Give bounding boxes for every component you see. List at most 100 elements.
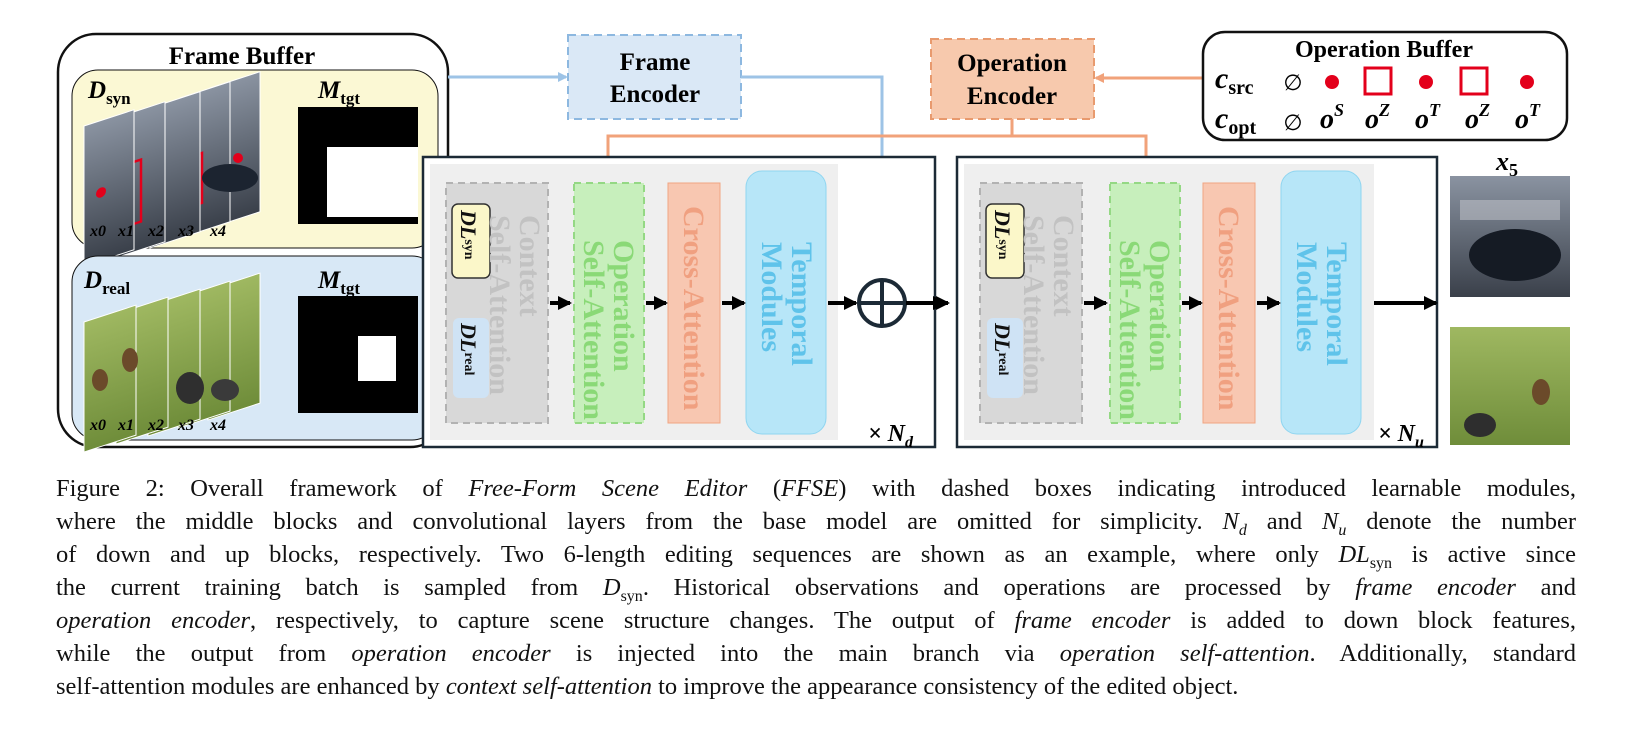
svg-text:oT: oT [1515, 100, 1541, 135]
up-dl-real-label: DLreal [990, 323, 1015, 376]
caption-segment: is injected into the main branch via [550, 640, 1060, 667]
caption-segment: , respectively, to capture scene structu… [250, 607, 1015, 634]
caption-segment: is active since [1392, 541, 1576, 568]
d-syn-label: Dsyn [87, 77, 131, 108]
caption-segment: while the output from [56, 640, 352, 667]
syn-frame-stack [83, 71, 261, 267]
caption-line: Figure 2: Overall framework of Free-Form… [56, 472, 1576, 505]
svg-text:Encoder: Encoder [610, 81, 700, 108]
caption-segment: context self-attention [445, 673, 652, 700]
m-tgt-real-label: Mtgt [317, 267, 360, 298]
caption-segment: Figure 2: Overall framework of [56, 475, 469, 502]
down-multiplier: × Nd [868, 421, 914, 451]
caption-segment: syn [620, 587, 643, 605]
caption-segment: frame encoder [1355, 574, 1516, 601]
svg-text:x1: x1 [117, 417, 134, 434]
framework-diagram: Frame Buffer Dsyn x0 x1 x2 x3 x4 Mtgt Dr… [56, 30, 1570, 453]
caption-segment: to improve the appearance consistency of… [651, 673, 1239, 700]
output-frame-syn [1450, 176, 1570, 297]
caption-line: self-attention modules are enhanced by c… [56, 670, 1576, 703]
up-dl-syn-label: DLsyn [990, 210, 1015, 260]
caption-segment: self-attention modules are enhanced by [56, 673, 446, 700]
caption-segment: syn [1369, 554, 1393, 572]
down-dl-real-label: DLreal [456, 323, 481, 376]
svg-text:∅: ∅ [1283, 111, 1302, 136]
svg-text:x4: x4 [209, 223, 226, 240]
caption-line: the current training batch is sampled fr… [56, 571, 1576, 604]
real-frame-stack [83, 272, 261, 453]
caption-segment: DL [1338, 541, 1370, 568]
frame-buffer: Frame Buffer Dsyn x0 x1 x2 x3 x4 Mtgt Dr… [56, 32, 450, 453]
svg-text:∅: ∅ [1283, 71, 1302, 96]
m-tgt-syn-label: Mtgt [317, 77, 360, 108]
up-cross-box [1202, 182, 1256, 424]
frame-encoder: Frame Encoder [567, 34, 742, 120]
down-dl-syn-label: DLsyn [456, 210, 481, 260]
caption-segment: where the middle blocks and convolutiona… [56, 508, 1223, 535]
svg-text:x0: x0 [89, 223, 106, 240]
frame-buffer-title: Frame Buffer [169, 43, 315, 70]
up-dl-real [987, 318, 1023, 398]
m-tgt-real-mask [298, 296, 418, 413]
syn-frame-labels: x0 x1 x2 x3 x4 [89, 223, 226, 240]
svg-text:x3: x3 [177, 417, 194, 434]
caption-segment: N [1222, 508, 1239, 535]
down-temporal-box [745, 170, 827, 435]
svg-text:x0: x0 [89, 417, 106, 434]
caption-segment: ) with dashed boxes indicating introduce… [838, 475, 1576, 502]
d-real-label: Dreal [83, 267, 130, 298]
down-dl-real [453, 318, 489, 398]
up-temporal-box [1280, 170, 1362, 435]
caption-line: while the output from operation encoder … [56, 637, 1576, 670]
caption-segment: operation self-attention [1059, 640, 1310, 667]
svg-text:x2: x2 [147, 417, 164, 434]
caption-segment: and [1246, 508, 1322, 535]
svg-text:oS: oS [1320, 100, 1344, 135]
down-cross-box [667, 182, 721, 424]
caption-segment: of down and up blocks, respectively. Two… [56, 541, 1339, 568]
c-src-label: csrc [1215, 62, 1254, 99]
caption-line: where the middle blocks and convolutiona… [56, 505, 1576, 538]
svg-text:Encoder: Encoder [967, 83, 1057, 110]
down-cross-label: Cross-Attention [677, 206, 710, 411]
caption-segment: denote the number [1346, 508, 1577, 535]
caption-segment: N [1322, 508, 1339, 535]
svg-text:Operation Buffer: Operation Buffer [1295, 37, 1473, 63]
figure-caption: Figure 2: Overall framework of Free-Form… [56, 472, 1576, 703]
svg-text:oZ: oZ [1365, 100, 1390, 135]
svg-text:oT: oT [1415, 100, 1441, 135]
caption-segment: FFSE [781, 475, 839, 502]
svg-text:Frame: Frame [620, 49, 691, 76]
output-frame-real [1450, 327, 1570, 445]
add-symbol [857, 278, 907, 328]
src-point-3 [1520, 75, 1534, 89]
svg-text:x4: x4 [209, 417, 226, 434]
caption-segment: . Additionally, standard [1309, 640, 1576, 667]
caption-segment: the current training batch is sampled fr… [56, 574, 603, 601]
down-dl-syn [451, 203, 491, 279]
src-box-2 [1459, 66, 1489, 96]
up-cross-label: Cross-Attention [1212, 206, 1245, 411]
svg-text:x3: x3 [177, 223, 194, 240]
caption-segment: d [1238, 521, 1247, 539]
svg-text:Operation: Operation [957, 50, 1067, 77]
c-opt-label: copt [1215, 102, 1256, 139]
caption-segment: D [602, 574, 621, 601]
up-multiplier: × Nu [1378, 421, 1424, 451]
svg-text:x2: x2 [147, 223, 164, 240]
output-label: x5 [1495, 147, 1518, 180]
caption-segment: ( [747, 475, 782, 502]
caption-segment: and [1515, 574, 1576, 601]
caption-segment: . Historical observations and operations… [642, 574, 1356, 601]
caption-line: of down and up blocks, respectively. Two… [56, 538, 1576, 571]
real-frame-labels: x0 x1 x2 x3 x4 [89, 417, 226, 434]
caption-line: operation encoder, respectively, to capt… [56, 604, 1576, 637]
src-box-1 [1363, 66, 1393, 96]
down-operation-box [573, 182, 645, 424]
up-operation-box [1109, 182, 1181, 424]
